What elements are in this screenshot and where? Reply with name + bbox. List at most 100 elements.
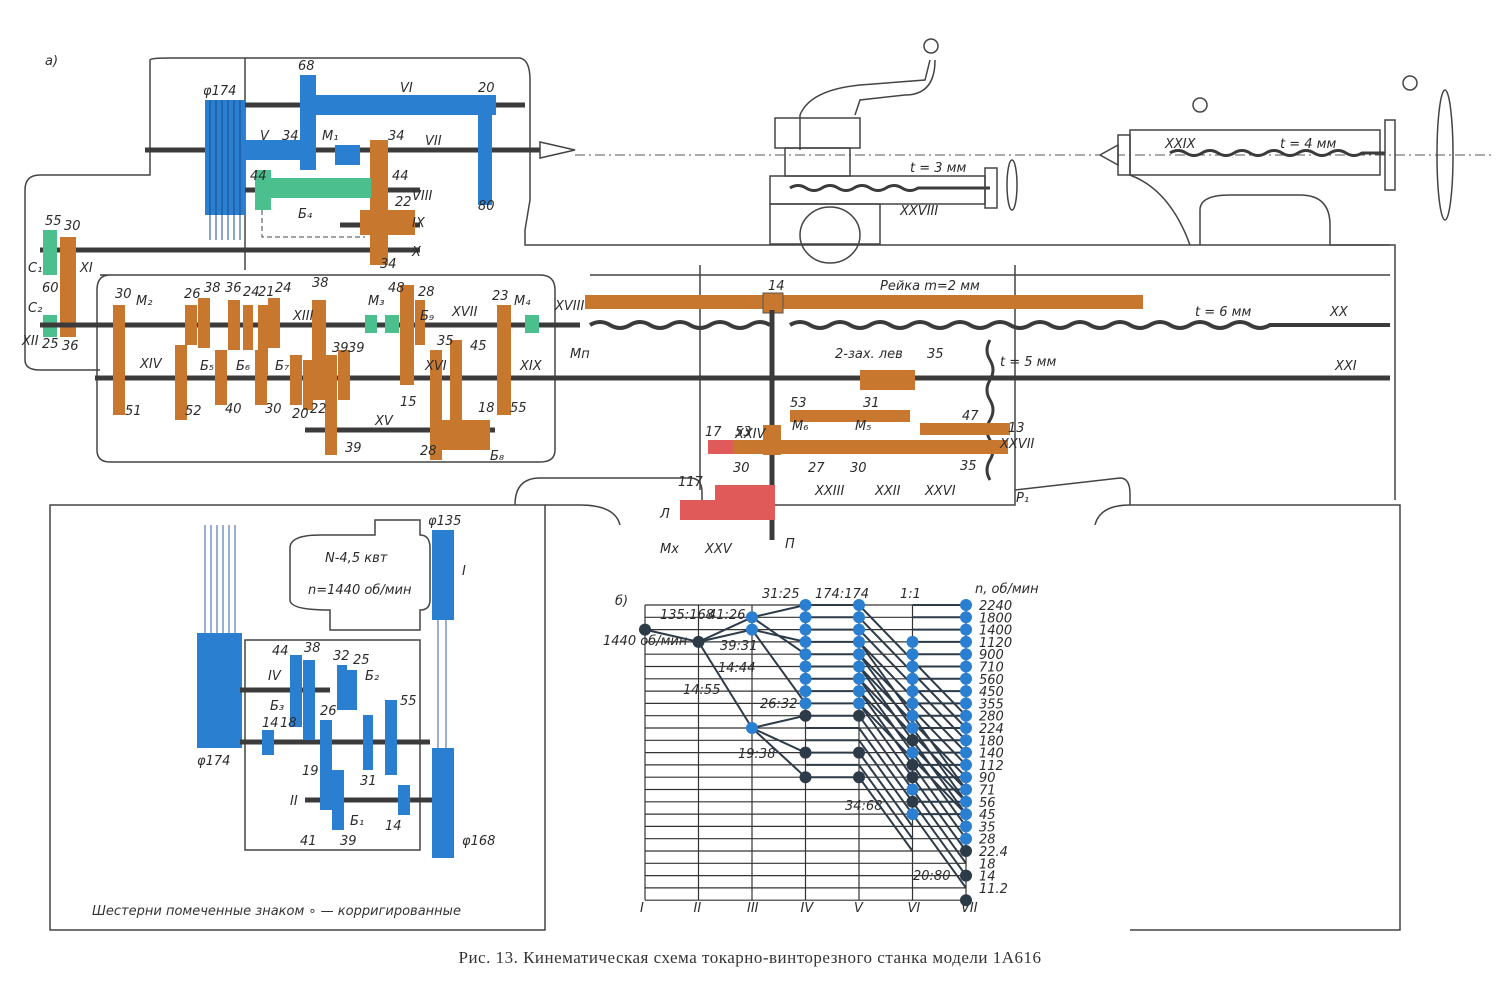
svg-text:C₁: C₁ bbox=[28, 261, 42, 276]
speed-node bbox=[799, 697, 812, 710]
speed-node bbox=[746, 611, 758, 624]
speed-node bbox=[960, 709, 972, 722]
svg-text:M₄: M₄ bbox=[514, 294, 531, 309]
ray bbox=[858, 678, 914, 754]
svg-text:XVII: XVII bbox=[451, 305, 478, 320]
part-b-label: б) bbox=[615, 594, 628, 609]
svg-text:Б₂: Б₂ bbox=[365, 669, 379, 684]
speed-node bbox=[692, 635, 705, 648]
ray bbox=[858, 690, 914, 766]
feed-box-clutches bbox=[365, 315, 539, 333]
shaft-label: III bbox=[747, 901, 759, 916]
speed-node bbox=[960, 599, 972, 611]
svg-text:25: 25 bbox=[42, 337, 59, 352]
svg-text:39: 39 bbox=[348, 341, 365, 356]
svg-text:40: 40 bbox=[225, 402, 242, 417]
speed-label: 355 bbox=[979, 697, 1004, 712]
svg-text:68: 68 bbox=[298, 59, 315, 74]
speed-label: 22.4 bbox=[979, 845, 1008, 860]
svg-text:30: 30 bbox=[265, 402, 282, 417]
speed-node bbox=[853, 771, 865, 784]
svg-text:13: 13 bbox=[1008, 421, 1025, 436]
speed-node bbox=[960, 746, 972, 759]
svg-text:32: 32 bbox=[333, 649, 350, 664]
svg-text:Б₅: Б₅ bbox=[200, 359, 214, 374]
svg-text:30: 30 bbox=[115, 287, 132, 302]
svg-text:44: 44 bbox=[250, 169, 267, 184]
svg-text:47: 47 bbox=[962, 409, 979, 424]
svg-text:XXVIII: XXVIII bbox=[899, 204, 938, 219]
svg-text:22: 22 bbox=[395, 195, 412, 210]
speed-label: 450 bbox=[979, 685, 1004, 700]
speed-label: 45 bbox=[979, 808, 996, 823]
svg-text:39: 39 bbox=[340, 834, 357, 849]
speed-node bbox=[960, 771, 972, 784]
gear-30 bbox=[60, 237, 76, 337]
speed-label: 71 bbox=[979, 784, 996, 799]
speed-node bbox=[853, 635, 865, 648]
svg-text:17: 17 bbox=[705, 425, 722, 440]
speed-node bbox=[960, 869, 972, 882]
speed-node bbox=[746, 722, 758, 734]
ray bbox=[751, 714, 806, 729]
rack bbox=[585, 295, 1143, 309]
svg-text:48: 48 bbox=[388, 281, 405, 296]
shaft-label: V bbox=[854, 901, 864, 916]
ratio-label: 31:25 bbox=[762, 587, 799, 602]
speed-node bbox=[960, 734, 972, 747]
svg-text:28: 28 bbox=[418, 285, 435, 300]
svg-text:35: 35 bbox=[960, 459, 977, 474]
svg-text:XVIII: XVIII bbox=[554, 299, 584, 314]
speed-label: 35 bbox=[979, 820, 996, 835]
speed-node bbox=[906, 758, 919, 771]
svg-text:φ174: φ174 bbox=[197, 754, 230, 769]
svg-text:34: 34 bbox=[282, 129, 299, 144]
ray bbox=[858, 739, 914, 815]
speed-node bbox=[853, 709, 865, 722]
speed-node bbox=[960, 660, 972, 673]
svg-text:φ135: φ135 bbox=[428, 514, 461, 529]
speed-node bbox=[906, 709, 919, 722]
ray bbox=[858, 641, 967, 754]
svg-text:20: 20 bbox=[478, 81, 495, 96]
headstock-housing bbox=[24, 57, 1396, 500]
svg-text:n=1440 об/мин: n=1440 об/мин bbox=[308, 583, 412, 598]
leadscrew-xx bbox=[540, 320, 1390, 330]
svg-text:39: 39 bbox=[332, 341, 349, 356]
ray bbox=[858, 665, 914, 741]
speed-node bbox=[853, 611, 865, 624]
speed-label: 90 bbox=[979, 771, 996, 786]
svg-text:XXV: XXV bbox=[704, 542, 733, 557]
ratio-label: 39:31 bbox=[720, 639, 757, 654]
svg-text:P₁: P₁ bbox=[1016, 491, 1029, 506]
svg-text:80: 80 bbox=[478, 199, 495, 214]
speed-node bbox=[960, 795, 972, 808]
svg-text:31: 31 bbox=[360, 774, 377, 789]
svg-text:XI: XI bbox=[79, 261, 93, 276]
ray bbox=[698, 628, 753, 643]
speed-node bbox=[960, 635, 972, 648]
speed-node bbox=[906, 808, 919, 821]
ray bbox=[751, 604, 806, 619]
svg-text:117: 117 bbox=[678, 475, 704, 490]
ratio-label: 135:168 bbox=[660, 608, 714, 623]
svg-text:XIX: XIX bbox=[519, 359, 543, 374]
speed-node bbox=[799, 709, 812, 722]
speed-node bbox=[906, 697, 919, 710]
speed-node bbox=[853, 672, 865, 685]
speed-label: 11.2 bbox=[979, 882, 1008, 897]
svg-text:X: X bbox=[411, 245, 422, 260]
headstock-shafts bbox=[40, 102, 540, 253]
svg-text:XXII: XXII bbox=[874, 484, 901, 499]
svg-text:34: 34 bbox=[380, 257, 397, 272]
svg-text:VI: VI bbox=[400, 81, 413, 96]
speed-node bbox=[799, 660, 812, 673]
ray bbox=[858, 641, 914, 717]
speed-label: 1120 bbox=[979, 636, 1012, 651]
gear-20 bbox=[478, 95, 492, 205]
speed-node bbox=[799, 623, 812, 636]
speed-node bbox=[799, 685, 812, 698]
speed-node bbox=[853, 623, 865, 636]
ratio-label: 174:174 bbox=[815, 587, 869, 602]
speed-node bbox=[799, 599, 812, 611]
